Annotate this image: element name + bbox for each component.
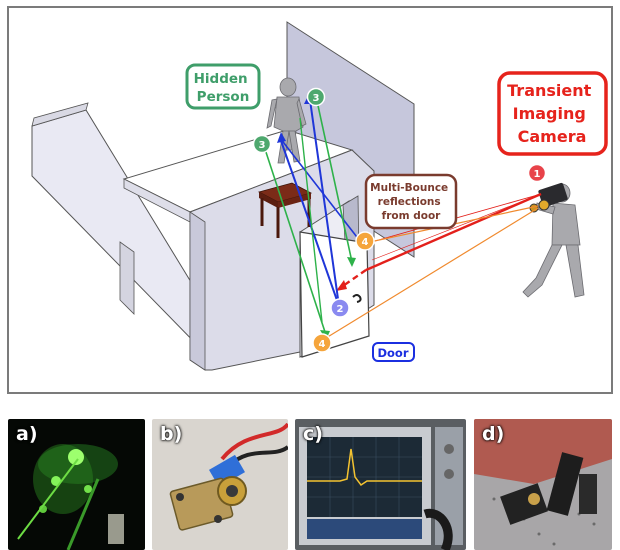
- photo-label-c: c): [303, 423, 323, 445]
- photo-a-laser-setup: [8, 419, 145, 550]
- multibounce-callout: Multi-Bounce reflections from door: [364, 173, 458, 230]
- photo-label-b: b): [160, 423, 183, 445]
- hidden-person-line-2: Person: [197, 89, 250, 105]
- photo-label-d: d): [482, 423, 505, 445]
- camera-line-3: Camera: [518, 127, 587, 146]
- marker-3b: 3: [252, 134, 272, 154]
- marker-3a: 3: [306, 87, 326, 107]
- camera-line-1: Transient: [507, 81, 591, 100]
- svg-text:Multi-Bounce reflections: Multi-Bounce reflections from door: [370, 182, 452, 222]
- photo-d-optical-table: [474, 419, 612, 550]
- hidden-person-line-1: Hidden: [194, 71, 248, 87]
- door-handle: [352, 294, 362, 303]
- photo-panel-d: d): [474, 419, 612, 550]
- marker-2: 2: [330, 298, 350, 318]
- photo-panel-a: a): [8, 419, 145, 550]
- left-wall-top: [31, 102, 89, 127]
- photo-c-oscilloscope: [295, 419, 466, 550]
- camera-callout: Transient Imaging Camera: [497, 71, 608, 156]
- marker-4b-text: 4: [319, 339, 326, 350]
- door-callout: Door: [372, 342, 415, 362]
- multibounce-line-3: from door: [382, 210, 441, 222]
- front-wall-left-face: [189, 211, 206, 371]
- marker-4b: 4: [312, 333, 332, 353]
- multibounce-line-2: reflections: [378, 196, 441, 208]
- photo-label-a: a): [16, 423, 38, 445]
- marker-4a-text: 4: [362, 237, 369, 248]
- laser-ray-to-spot-dashed: [339, 269, 367, 289]
- svg-text:Hidden Person: Hidden Person: [194, 71, 253, 105]
- multibounce-line-1: Multi-Bounce: [370, 182, 448, 194]
- photo-b-diode: [152, 419, 288, 550]
- camera-line-2: Imaging: [513, 104, 586, 123]
- marker-3b-text: 3: [259, 140, 266, 151]
- photo-panel-c: c): [295, 419, 466, 550]
- hidden-person-callout: Hidden Person: [185, 63, 261, 110]
- svg-text:Transient Imaging: Transient Imaging Camera: [507, 81, 597, 146]
- scene-illustration: 1 2 3 3 4 4 Hidden Person Transient Imag…: [7, 6, 613, 394]
- hidden-person-figure: [266, 77, 307, 164]
- marker-3a-text: 3: [313, 93, 320, 104]
- marker-4a: 4: [355, 231, 375, 251]
- door-label: Door: [377, 346, 408, 360]
- photo-panel-b: b): [152, 419, 288, 550]
- marker-2-text: 2: [337, 304, 344, 315]
- left-doorway: [119, 241, 135, 315]
- marker-1: 1: [527, 163, 547, 183]
- laser-ray: [365, 192, 542, 272]
- marker-1-text: 1: [534, 169, 541, 180]
